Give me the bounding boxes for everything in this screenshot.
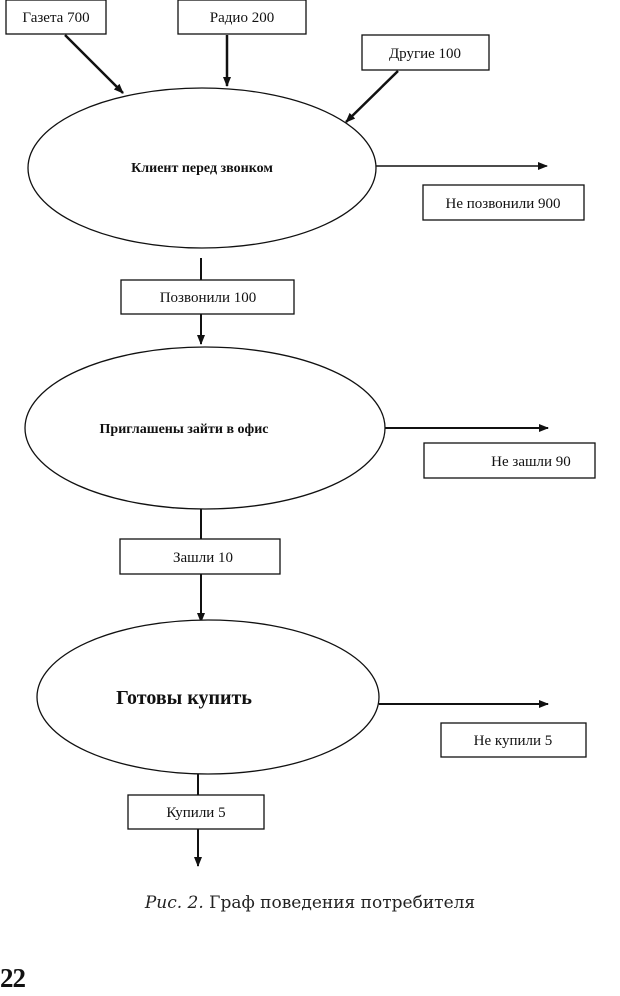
source-box-radio: Радио 200 xyxy=(177,0,307,35)
node-label-klient: Клиент перед звонком xyxy=(131,161,273,176)
figure-number: Рис. 2. xyxy=(144,893,204,913)
node-klient: Клиент перед звонком xyxy=(27,87,377,249)
node-priglasheny: Приглашены зайти в офис xyxy=(24,346,386,510)
page-number: 22 xyxy=(0,963,26,993)
flow-label-pozvonili: Позвонили 100 xyxy=(160,290,257,306)
arrow-gazeta-to-klient xyxy=(64,34,124,94)
figure-title: Граф поведения потребителя xyxy=(203,893,476,913)
exit-label-ne-kupili: Не купили 5 xyxy=(474,733,553,749)
exit-box-ne-pozvonili: Не позвонили 900 xyxy=(422,184,585,221)
flow-box-kupili: Купили 5 xyxy=(127,794,265,830)
exit-label-ne-zashli: Не зашли 90 xyxy=(491,454,571,470)
flow-box-pozvonili: Позвонили 100 xyxy=(120,279,295,315)
source-label-drugie: Другие 100 xyxy=(389,46,461,62)
figure-caption: Рис. 2. Граф поведения потребителя xyxy=(0,893,620,913)
flow-box-zashli: Зашли 10 xyxy=(119,538,281,575)
flow-label-kupili: Купили 5 xyxy=(166,805,225,821)
node-label-priglasheny: Приглашены зайти в офис xyxy=(100,422,269,437)
source-box-gazeta: Газета 700 xyxy=(5,0,107,35)
exit-box-ne-kupili: Не купили 5 xyxy=(440,722,587,758)
source-box-drugie: Другие 100 xyxy=(361,34,490,71)
source-label-radio: Радио 200 xyxy=(210,10,274,26)
exit-label-ne-pozvonili: Не позвонили 900 xyxy=(446,196,561,212)
arrow-drugie-to-klient xyxy=(345,70,399,123)
exit-box-ne-zashli: Не зашли 90 xyxy=(423,442,596,479)
node-label-gotovy: Готовы купить xyxy=(116,687,252,709)
source-label-gazeta: Газета 700 xyxy=(22,10,89,26)
flow-label-zashli: Зашли 10 xyxy=(173,550,233,566)
node-gotovy: Готовы купить xyxy=(36,619,380,775)
